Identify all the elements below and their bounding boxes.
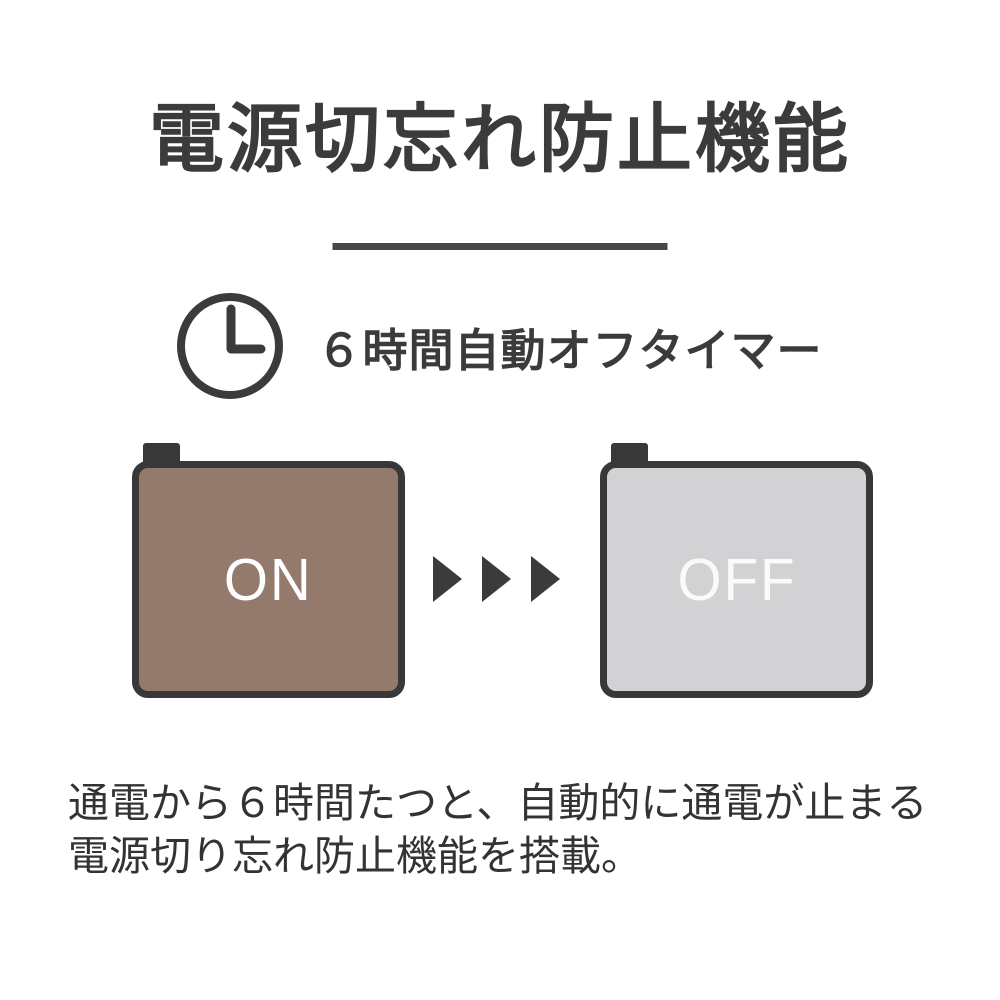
right-arrow-icon — [531, 556, 560, 602]
right-arrow-icon — [433, 556, 462, 602]
clock-icon — [177, 293, 284, 399]
on-label: ON — [224, 546, 313, 613]
on-box-tab — [143, 443, 180, 465]
off-box: OFF — [600, 461, 873, 698]
timer-row: ６時間自動オフタイマー — [0, 293, 1000, 399]
title-divider — [332, 243, 668, 250]
description-line-2: 電源切り忘れ防止機能を搭載。 — [68, 833, 642, 879]
off-label: OFF — [676, 546, 797, 613]
page-title: 電源切忘れ防止機能 — [148, 97, 851, 181]
on-box: ON — [132, 461, 405, 698]
off-box-tab — [611, 443, 648, 465]
description-line-1: 通電から６時間たつと、自動的に通電が止まる — [68, 780, 928, 826]
triple-right-arrow-icon — [433, 556, 560, 602]
description-text: 通電から６時間たつと、自動的に通電が止まる 電源切り忘れ防止機能を搭載。 — [68, 777, 927, 883]
right-arrow-icon — [482, 556, 511, 602]
timer-label: ６時間自動オフタイマー — [316, 324, 823, 376]
